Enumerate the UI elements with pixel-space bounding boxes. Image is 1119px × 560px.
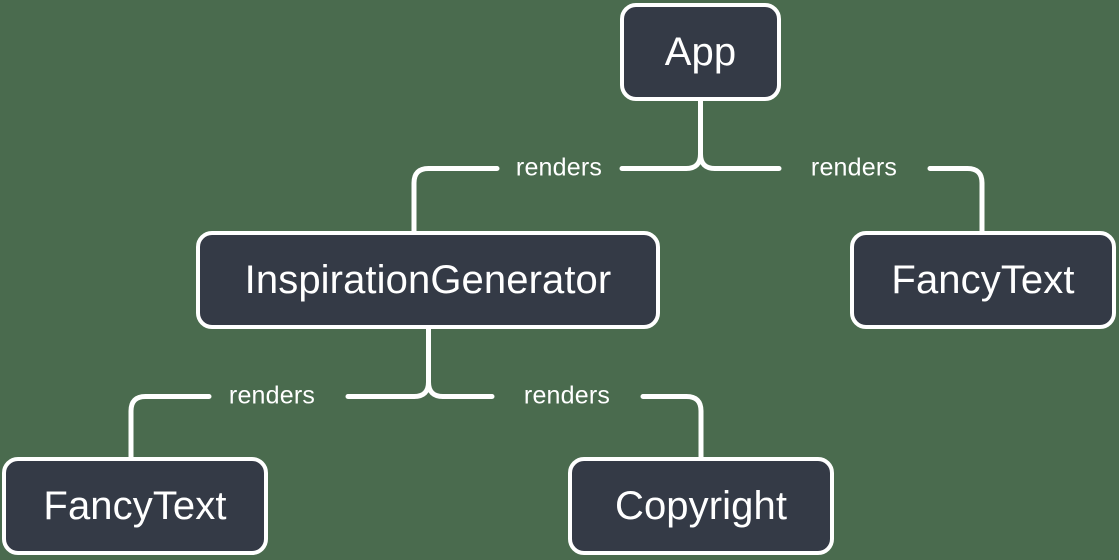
edge-label-app-to-fancytext-right: renders [810,153,898,182]
node-app-label: App [664,29,737,74]
node-app[interactable]: App [620,3,781,101]
wire-app-stem [683,98,703,171]
wire-inspirationgenerator-to-copyright-elbow [640,394,704,460]
node-inspiration-generator-label: InspirationGenerator [244,257,612,302]
wire-app-to-inspirationgenerator-elbow [411,166,500,234]
wire-inspirationgenerator-to-fancytext-bottom-elbow [128,394,212,460]
node-fancytext-right-label: FancyText [891,257,1075,302]
node-fancytext-bottom-label: FancyText [43,483,227,528]
wire-inspirationgenerator-stem [411,326,431,399]
edge-label-app-to-inspiration-generator: renders [515,153,603,182]
edge-label-inspiration-generator-to-copyright: renders [523,381,611,410]
wire-inspirationgenerator-stem-right [426,379,446,399]
node-copyright-label: Copyright [614,483,788,528]
node-inspiration-generator[interactable]: InspirationGenerator [196,231,660,329]
node-copyright[interactable]: Copyright [568,457,834,555]
edge-label-inspiration-generator-to-fancytext-bottom: renders [228,381,316,410]
node-fancytext-bottom[interactable]: FancyText [2,457,268,555]
wire-app-to-fancytext-right-elbow [927,166,985,234]
wire-app-stem-right [698,151,718,171]
node-fancytext-right[interactable]: FancyText [850,231,1116,329]
